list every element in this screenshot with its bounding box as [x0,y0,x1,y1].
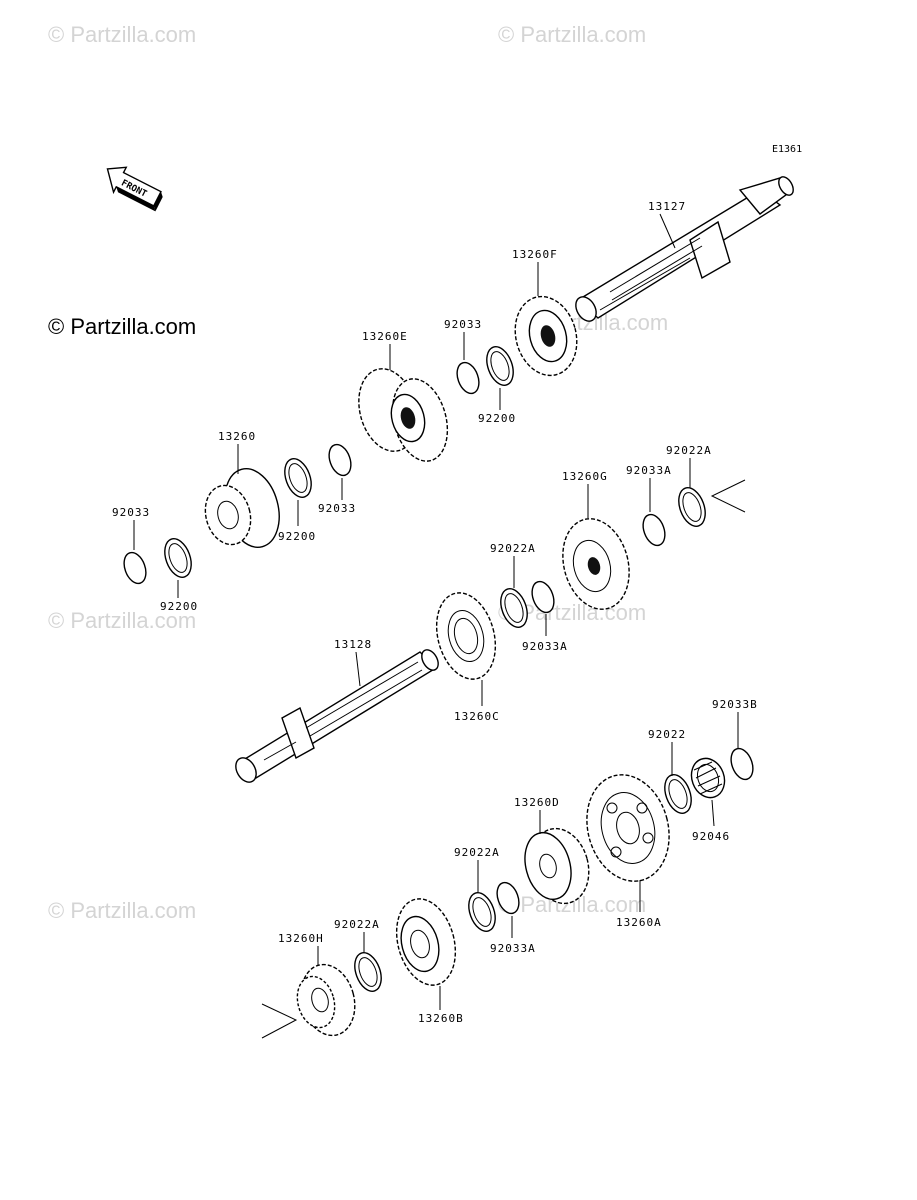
part-label-92022: 92022 [648,728,686,741]
part-label-13260C: 13260C [454,710,500,723]
part-label-92033A-b: 92033A [522,640,568,653]
part-label-92033B: 92033B [712,698,758,711]
gear-13260 [204,468,280,548]
part-label-92033A-c: 92033A [490,942,536,955]
part-label-92022A-d: 92022A [334,918,380,931]
watermark-bottom-left: © Partzilla.com [48,898,196,923]
part-label-92033-b: 92033 [318,502,356,515]
part-label-92033-a: 92033 [444,318,482,331]
gear-13260H [296,963,356,1037]
part-label-13128: 13128 [334,638,372,651]
shaft-13128 [235,649,439,783]
watermark-top-left: © Partzilla.com [48,22,196,47]
washer-92022A-middle [500,588,528,628]
washer-92022 [664,774,692,814]
washer-92022A-lower [468,892,496,932]
gear-13260B [395,898,457,986]
gear-13260G [562,518,630,610]
gear-13260D [524,827,590,905]
gear-13260E [358,368,449,462]
part-label-13260D: 13260D [514,796,560,809]
circlip-92033-middle [328,443,352,477]
watermark-top-right: © Partzilla.com [498,22,646,47]
part-label-92200-a: 92200 [478,412,516,425]
watermark-mid-left: © Partzilla.com [48,608,196,633]
shaft-13127 [575,176,794,322]
watermark-main: © Partzilla.com [48,314,196,339]
washer-92200-upper [486,346,514,386]
part-label-13260H: 13260H [278,932,324,945]
part-label-92022A-a: 92022A [666,444,712,457]
part-label-13260A: 13260A [616,916,662,929]
needle-bearing-92046 [690,757,726,799]
gear-13260F [514,295,578,377]
part-label-92022A-c: 92022A [454,846,500,859]
diagram-code: E1361 [772,144,802,155]
part-label-13260E: 13260E [362,330,408,343]
part-label-92046: 92046 [692,830,730,843]
part-label-13260F: 13260F [512,248,558,261]
circlip-92033B [730,747,754,781]
part-label-13260: 13260 [218,430,256,443]
circlip-92033-upper [456,361,480,395]
gear-13260C [435,592,497,680]
circlip-92033A-upper [642,513,666,547]
washer-92200-middle [284,458,312,498]
part-label-92033-c: 92033 [112,506,150,519]
part-label-13260G: 13260G [562,470,608,483]
washer-92200-left [164,538,192,578]
part-label-92033A-a: 92033A [626,464,672,477]
part-label-92200-c: 92200 [160,600,198,613]
circlip-92033A-middle [531,580,555,614]
part-label-13260B: 13260B [418,1012,464,1025]
circlip-92033-left [123,551,147,585]
part-label-92022A-b: 92022A [490,542,536,555]
gear-13260A [586,774,670,882]
part-label-92200-b: 92200 [278,530,316,543]
washer-92022A-upper-right [678,487,706,527]
circlip-92033A-lower [496,881,520,915]
part-label-13127: 13127 [648,200,686,213]
washer-92022A-bottom [354,952,382,992]
front-arrow-icon: FRONT [106,166,163,212]
